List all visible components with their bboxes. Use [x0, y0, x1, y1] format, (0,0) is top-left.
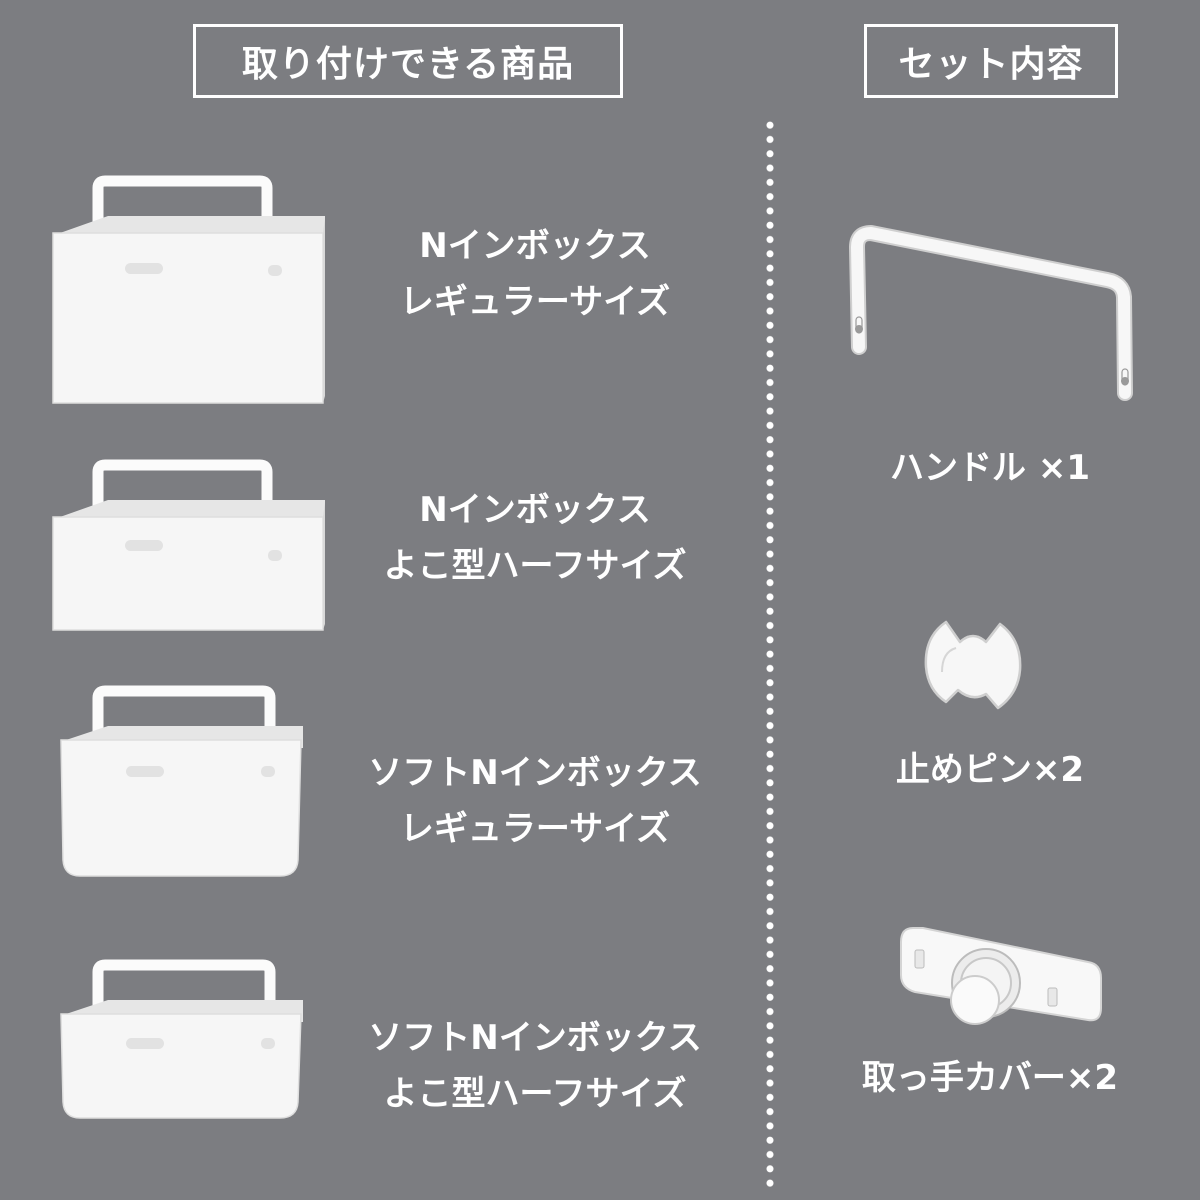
product-2-line2: よこ型ハーフサイズ: [383, 546, 687, 586]
compatible-products-title: 取り付けできる商品: [241, 44, 575, 85]
product-3-line1: ソフトNインボックス: [368, 753, 702, 793]
product-label-3: ソフトNインボックス レギュラーサイズ: [345, 745, 725, 857]
product-2-line1: Nインボックス: [419, 490, 651, 530]
pin-image: [924, 620, 1022, 710]
set-item-label-3: 取っ手カバー×2: [800, 1050, 1180, 1106]
n-inbox-regular-image: [52, 175, 325, 404]
set-item-label-2: 止めピン×2: [820, 742, 1160, 798]
dotted-divider: [765, 118, 775, 1193]
set-contents-header: セット内容: [864, 24, 1118, 98]
soft-n-inbox-regular-image: [60, 685, 303, 877]
pin-quantity-label: 止めピン×2: [895, 750, 1085, 790]
compatible-products-header: 取り付けできる商品: [193, 24, 623, 98]
product-1-line1: Nインボックス: [419, 226, 651, 266]
product-1-line2: レギュラーサイズ: [399, 282, 671, 322]
product-4-line1: ソフトNインボックス: [368, 1018, 702, 1058]
handle-cover-quantity-label: 取っ手カバー×2: [861, 1058, 1119, 1098]
soft-n-inbox-half-image: [60, 959, 303, 1119]
product-label-4: ソフトNインボックス よこ型ハーフサイズ: [345, 1010, 725, 1122]
handle-cover-image: [900, 927, 1102, 1025]
product-4-line2: よこ型ハーフサイズ: [383, 1074, 687, 1114]
n-inbox-half-image: [52, 459, 325, 631]
product-label-2: Nインボックス よこ型ハーフサイズ: [345, 482, 725, 594]
handle-image: [849, 225, 1133, 401]
product-label-1: Nインボックス レギュラーサイズ: [345, 218, 725, 330]
set-item-label-1: ハンドル ×1: [820, 440, 1160, 496]
product-3-line2: レギュラーサイズ: [399, 809, 671, 849]
handle-quantity-label: ハンドル ×1: [890, 448, 1090, 488]
set-contents-title: セット内容: [898, 44, 1084, 85]
